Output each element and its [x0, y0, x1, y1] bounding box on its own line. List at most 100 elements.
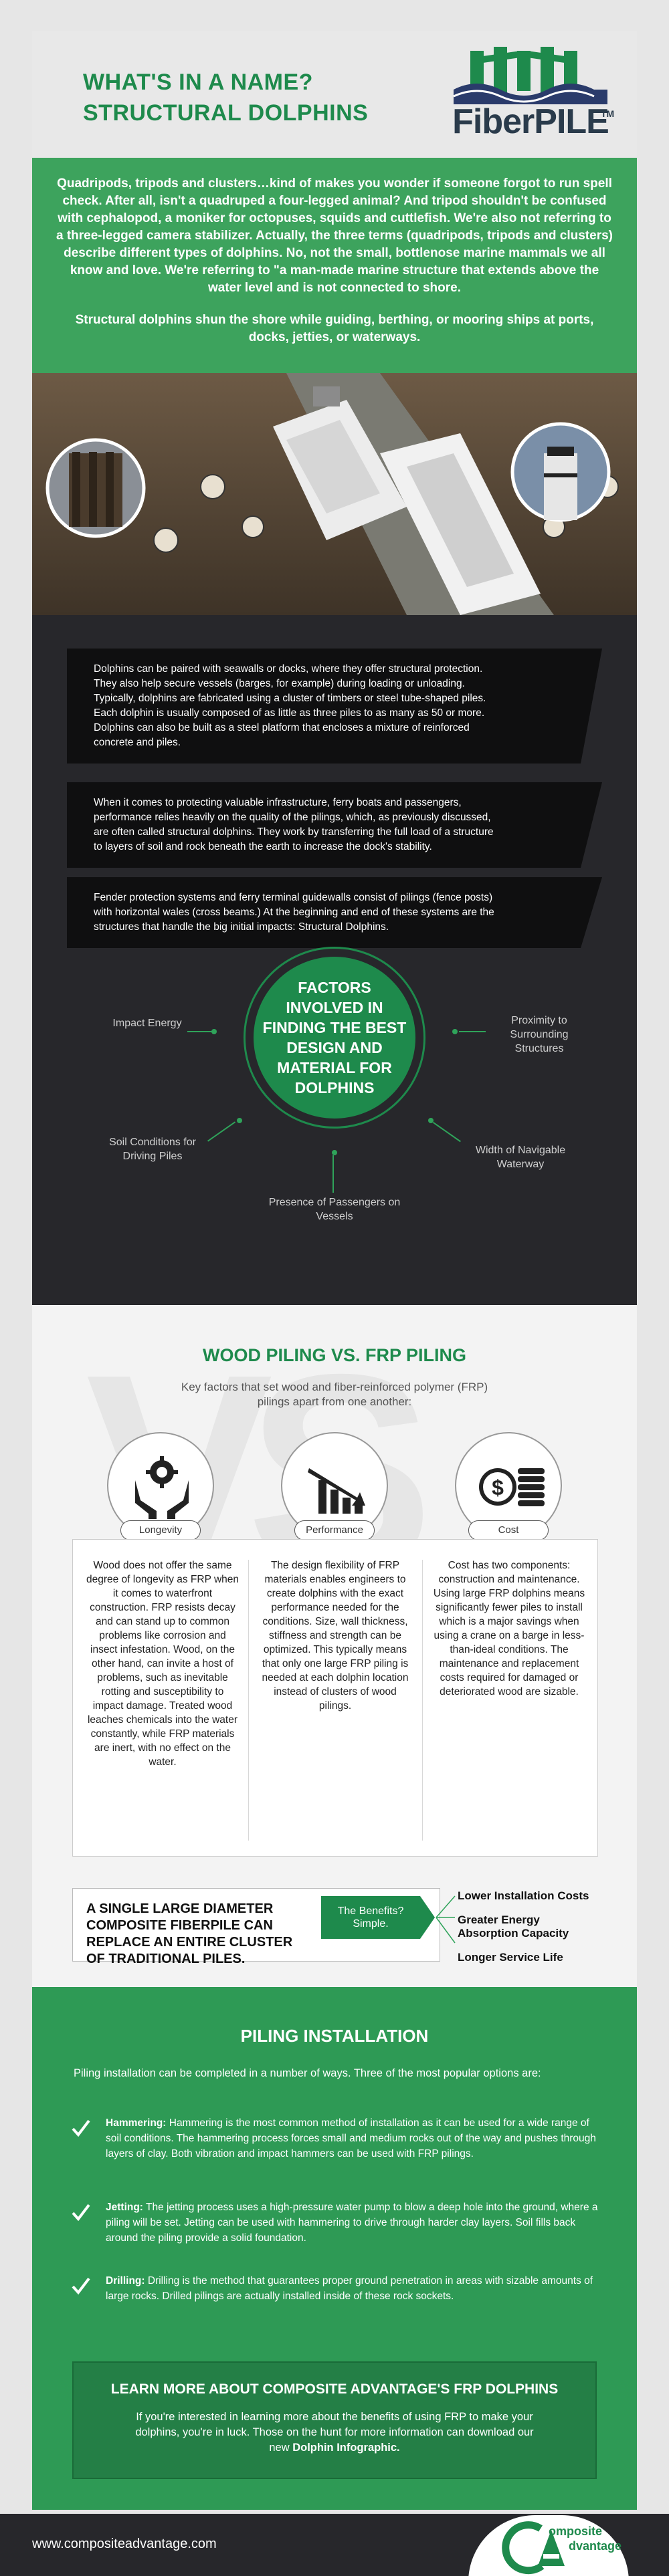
method-label: Jetting:: [106, 2202, 143, 2213]
page-title: WHAT'S IN A NAME? STRUCTURAL DOLPHINS: [83, 67, 368, 128]
info-box-3-line: with horizontal wales (cross beams.) At …: [94, 907, 494, 918]
info-box-3-line: structures that handle the big initial i…: [94, 921, 389, 933]
bar-chart-icon: [308, 1468, 365, 1514]
benefit-statement: A SINGLE LARGE DIAMETER COMPOSITE FIBERP…: [86, 1901, 292, 1968]
section-subtitle: Key factors that set wood and fiber-rein…: [32, 1380, 637, 1409]
longevity-text: Wood does not offer the same degree of l…: [86, 1560, 240, 1768]
website-link[interactable]: www.compositeadvantage.com: [32, 2537, 217, 2551]
intro-banner: Quadripods, tripods and clusters…kind of…: [32, 158, 637, 373]
logo-word-composite: omposite: [549, 2525, 602, 2538]
info-box-2-line: to layers of soil and rock beneath the e…: [94, 841, 432, 852]
info-box-2: When it comes to protecting valuable inf…: [67, 782, 602, 868]
piling-installation-section: PILING INSTALLATION Piling installation …: [32, 1987, 637, 2510]
info-box-3: Fender protection systems and ferry term…: [67, 877, 602, 948]
method-text: Hammering is the most common method of i…: [106, 2117, 596, 2159]
intro-paragraph-1: Quadripods, tripods and clusters…kind of…: [56, 177, 613, 295]
info-box-1-line: Dolphins can also be built as a steel pl…: [94, 722, 470, 733]
dolphin-infographic-link[interactable]: Dolphin Infographic.: [292, 2442, 400, 2454]
method-hammering: Hammering: Hammering is the most common …: [106, 2115, 601, 2161]
factor-dot: [211, 1029, 217, 1034]
factor-proximity: Proximity to Surrounding Structures: [510, 1015, 569, 1054]
info-box-1: Dolphins can be paired with seawalls or …: [67, 649, 602, 764]
info-box-1-line: Dolphins can be paired with seawalls or …: [94, 663, 483, 675]
section-subtitle-line: pilings apart from one another:: [257, 1395, 412, 1408]
ferry-dock-illustration: [32, 373, 637, 615]
info-box-3-line: Fender protection systems and ferry term…: [94, 892, 493, 903]
section-subtitle-line: Key factors that set wood and fiber-rein…: [181, 1381, 488, 1393]
method-text: Drilling is the method that guarantees p…: [106, 2275, 593, 2302]
factor-connector: [432, 1122, 461, 1143]
factor-connector: [187, 1031, 214, 1032]
benefit-statement-line: A SINGLE LARGE DIAMETER: [86, 1901, 274, 1916]
intro-paragraph-2: Structural dolphins shun the shore while…: [75, 313, 594, 344]
method-drilling: Drilling: Drilling is the method that gu…: [106, 2273, 601, 2304]
column-divider: [248, 1560, 249, 1841]
comparison-panel: Wood does not offer the same degree of l…: [72, 1539, 598, 1857]
factor-connector: [332, 1155, 334, 1193]
installation-title: PILING INSTALLATION: [240, 2026, 429, 2046]
longevity-label: Longevity: [120, 1520, 201, 1540]
factor-passengers: Presence of Passengers on Vessels: [268, 1197, 401, 1222]
learn-more-title: LEARN MORE ABOUT COMPOSITE ADVANTAGE'S F…: [110, 2381, 559, 2397]
title-line-2: STRUCTURAL DOLPHINS: [83, 100, 369, 126]
factor-connector: [207, 1121, 236, 1142]
benefit-energy-line: Absorption Capacity: [458, 1927, 569, 1940]
infographic: WHAT'S IN A NAME? STRUCTURAL DOLPHINS Fi…: [32, 31, 637, 2510]
factor-dot: [428, 1118, 434, 1123]
composite-advantage-logo-icon: omposite dvantage: [502, 2521, 622, 2575]
hands-gear-icon: [135, 1456, 189, 1519]
fiberpile-logo-icon: [453, 47, 607, 104]
info-box-1-line: concrete and piles.: [94, 737, 181, 748]
column-divider: [422, 1560, 423, 1841]
info-box-2-line: performance relies heavily on the qualit…: [94, 812, 491, 823]
factor-dot: [237, 1118, 242, 1123]
benefit-statement-line: COMPOSITE FIBERPILE CAN: [86, 1918, 273, 1933]
fiberpile-logo: FiberPILE TM: [447, 44, 614, 144]
coins-icon: $: [479, 1468, 545, 1506]
checkmark-icon: [72, 2119, 90, 2137]
dolphins-section: Dolphins can be paired with seawalls or …: [32, 615, 637, 1305]
factor-connector: [459, 1031, 486, 1032]
learn-more-box: LEARN MORE ABOUT COMPOSITE ADVANTAGE'S F…: [72, 2361, 597, 2479]
benefit-statement-line: REPLACE AN ENTIRE CLUSTER: [86, 1935, 293, 1950]
benefits-arrow: [420, 1896, 435, 1939]
factor-width-waterway: Width of Navigable Waterway: [475, 1145, 566, 1170]
performance-text: The design flexibility of FRP materials …: [262, 1560, 409, 1712]
factor-impact-energy: Impact Energy: [112, 1018, 182, 1029]
performance-label: Performance: [294, 1520, 375, 1540]
method-jetting: Jetting: The jetting process uses a high…: [106, 2200, 601, 2246]
benefit-energy-absorption: Greater Energy Absorption Capacity: [458, 1913, 569, 1940]
logo-trademark: TM: [601, 108, 615, 119]
factors-circle: FACTORS INVOLVED IN FINDING THE BEST DES…: [244, 947, 425, 1129]
info-box-1-line: Each dolphin is usually composed of as l…: [94, 707, 485, 719]
cost-text: Cost has two components: construction an…: [433, 1560, 585, 1697]
method-label: Hammering:: [106, 2117, 167, 2129]
factor-dot: [452, 1029, 458, 1034]
title-line-1: WHAT'S IN A NAME?: [83, 70, 313, 95]
benefit-service-life: Longer Service Life: [458, 1951, 563, 1964]
factor-soil-conditions: Soil Conditions for Driving Piles: [109, 1137, 196, 1162]
wood-vs-frp-section: VS WOOD PILING VS. FRP PILING Key factor…: [32, 1305, 637, 1987]
info-box-1-line: They also help secure vessels (barges, f…: [94, 678, 465, 689]
learn-more-text: If you're interested in learning more ab…: [74, 2410, 595, 2456]
cost-label: Cost: [468, 1520, 549, 1540]
ferry-dock-photo: [32, 373, 637, 615]
learn-more-body: If you're interested in learning more ab…: [135, 2411, 534, 2454]
info-box-2-line: are often called structural dolphins. Th…: [94, 826, 494, 838]
header: WHAT'S IN A NAME? STRUCTURAL DOLPHINS Fi…: [32, 31, 637, 158]
logo-word-advantage: dvantage: [569, 2539, 622, 2553]
benefit-lower-cost: Lower Installation Costs: [458, 1889, 589, 1902]
factors-title: FACTORS INVOLVED IN FINDING THE BEST DES…: [254, 957, 415, 1119]
benefits-tag: The Benefits? Simple.: [321, 1896, 420, 1939]
svg-text:$: $: [492, 1476, 504, 1500]
benefit-energy-line: Greater Energy: [458, 1913, 540, 1926]
benefits-tag-line: Simple.: [353, 1918, 389, 1929]
checkmark-icon: [72, 2204, 90, 2222]
benefit-statement-line: OF TRADITIONAL PILES.: [86, 1952, 246, 1966]
benefits-tag-line: The Benefits?: [337, 1905, 404, 1917]
section-title: WOOD PILING VS. FRP PILING: [202, 1345, 467, 1365]
footer: www.compositeadvantage.com omposite dvan…: [0, 2514, 669, 2576]
method-label: Drilling:: [106, 2275, 145, 2287]
installation-intro: Piling installation can be completed in …: [74, 2067, 541, 2079]
composite-advantage-logo: omposite dvantage: [468, 2515, 629, 2576]
